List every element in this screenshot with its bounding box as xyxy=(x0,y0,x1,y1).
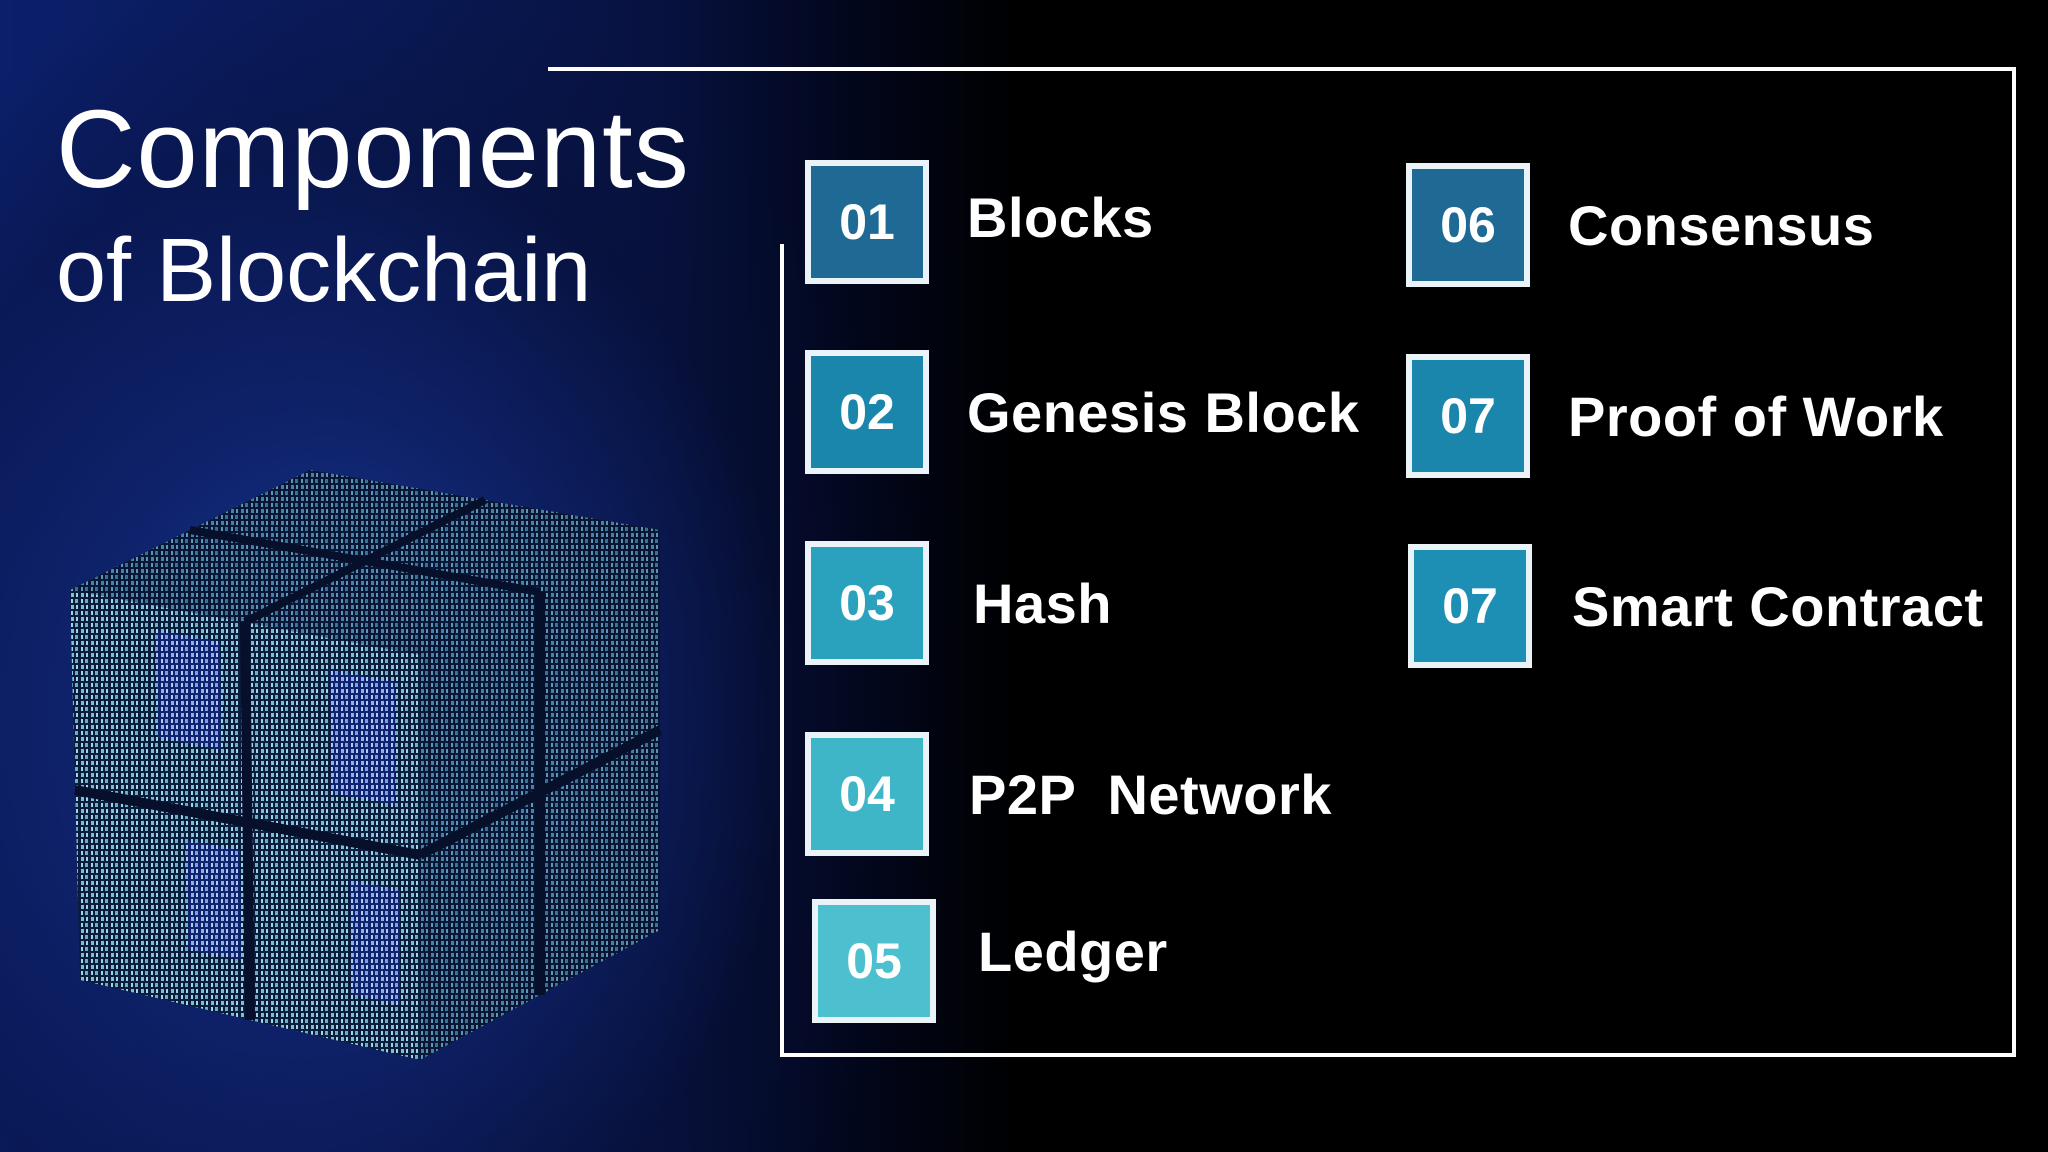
component-label: Proof of Work xyxy=(1568,384,1944,448)
slide-title: Components of Blockchain xyxy=(56,88,690,330)
number-badge: 01 xyxy=(805,160,929,284)
component-label: Smart Contract xyxy=(1572,574,1984,638)
component-label: Consensus xyxy=(1568,193,1875,257)
frame-top-line xyxy=(548,67,2016,71)
component-label: Ledger xyxy=(978,919,1168,983)
component-item-01: 01 Blocks xyxy=(805,160,1154,284)
title-line-2: of Blockchain xyxy=(56,221,592,321)
frame-bottom-line xyxy=(780,1053,2016,1057)
number-badge: 03 xyxy=(805,541,929,665)
component-item-05: 05 Ledger xyxy=(812,899,1168,1023)
frame-left-line xyxy=(780,244,784,1057)
frame-right-line xyxy=(2012,67,2016,1057)
component-label: P2P Network xyxy=(969,762,1332,826)
component-item-08: 07 Smart Contract xyxy=(1408,544,1984,668)
component-item-06: 06 Consensus xyxy=(1406,163,1874,287)
number-badge: 02 xyxy=(805,350,929,474)
component-item-03: 03 Hash xyxy=(805,541,1112,665)
binary-cube-icon xyxy=(60,460,680,1070)
component-label: Genesis Block xyxy=(967,380,1360,444)
number-badge: 07 xyxy=(1408,544,1532,668)
component-item-02: 02 Genesis Block xyxy=(805,350,1359,474)
component-item-07: 07 Proof of Work xyxy=(1406,354,1944,478)
number-badge: 04 xyxy=(805,732,929,856)
title-line-1: Components xyxy=(56,88,690,211)
component-label: Blocks xyxy=(967,185,1154,249)
number-badge: 06 xyxy=(1406,163,1530,287)
component-item-04: 04 P2P Network xyxy=(805,732,1332,856)
component-label: Hash xyxy=(973,571,1112,635)
number-badge: 05 xyxy=(812,899,936,1023)
number-badge: 07 xyxy=(1406,354,1530,478)
